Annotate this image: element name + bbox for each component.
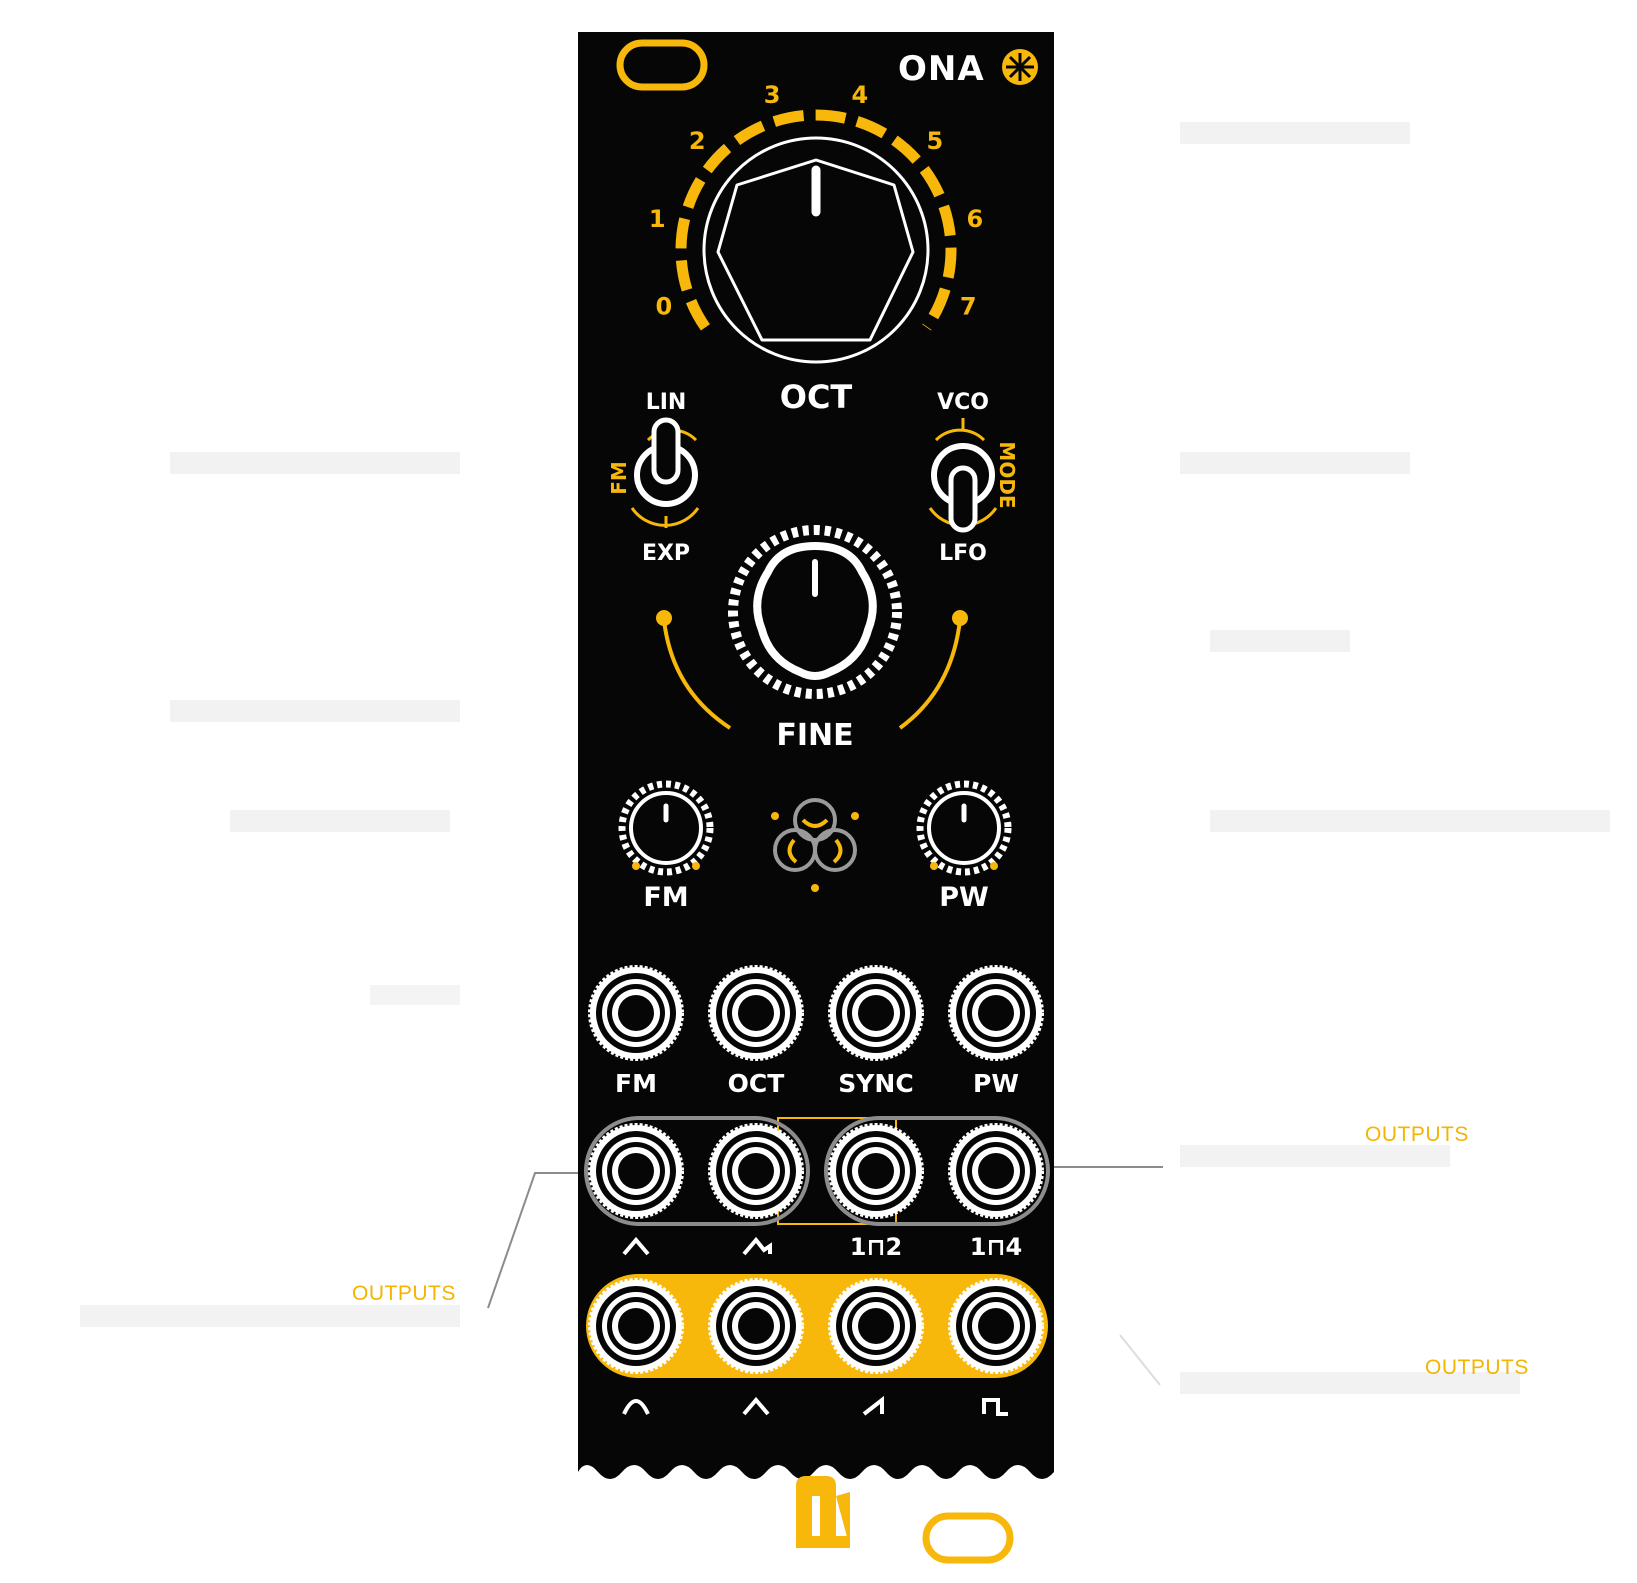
brand-name: ONA <box>898 49 985 89</box>
pw-knob-label: PW <box>939 882 989 913</box>
asterisk-logo-icon <box>1002 49 1038 85</box>
fm-switch-label: FM <box>607 461 631 495</box>
input-jack[interactable] <box>828 965 924 1061</box>
ghost-text <box>230 810 450 832</box>
fm-switch-top-label: LIN <box>646 390 687 415</box>
output-label-pulse-half: 1⊓2 <box>850 1233 903 1261</box>
ghost-text <box>1180 1145 1450 1167</box>
square-wave-icon <box>982 1398 1008 1416</box>
fm-knob-label: FM <box>643 882 688 913</box>
mode-switch-bottom-label: LFO <box>939 541 987 566</box>
leader-line-outputs-b <box>487 1172 578 1309</box>
output-jack-main[interactable] <box>588 1278 684 1374</box>
triangle-wave-icon <box>622 1236 650 1256</box>
output-jack[interactable] <box>828 1123 924 1219</box>
input-label-fm: FM <box>615 1069 657 1098</box>
output-group-left <box>584 1116 810 1226</box>
oct-scale-number: 6 <box>966 205 983 233</box>
ghost-text <box>80 1305 460 1327</box>
oct-scale-number: 0 <box>655 292 672 320</box>
ghost-text <box>170 700 460 722</box>
output-jack[interactable] <box>588 1123 684 1219</box>
fine-range-dot-left <box>656 610 672 626</box>
ramp-wave-icon <box>862 1395 884 1416</box>
leader-line-outputs-c <box>1119 1334 1161 1386</box>
oct-knob-cap <box>716 158 915 342</box>
fine-range-arc-right <box>898 619 962 730</box>
callout-outputs-c: OUTPUTS <box>1425 1356 1529 1379</box>
input-label-sync: SYNC <box>838 1069 913 1098</box>
output-group-main <box>586 1274 1048 1378</box>
oct-scale-number: 5 <box>926 127 943 155</box>
oct-scale-number: 1 <box>649 205 666 233</box>
ghost-text <box>1180 452 1410 474</box>
output-jack-main[interactable] <box>708 1278 804 1374</box>
fine-range-dot-right <box>952 610 968 626</box>
mode-toggle-switch[interactable] <box>928 418 998 533</box>
output-jack-main[interactable] <box>948 1278 1044 1374</box>
mode-switch-top-label: VCO <box>937 390 989 415</box>
triskelion-logo-icon <box>771 798 859 892</box>
mounting-hole-bottom <box>922 1512 1014 1564</box>
ghost-text <box>1180 1372 1520 1394</box>
oct-scale-number: 4 <box>852 81 869 109</box>
output-jack[interactable] <box>708 1123 804 1219</box>
module-panel: ONA 0 1 2 3 4 5 6 7 OCT <box>578 32 1054 1479</box>
fine-range-arc-left <box>662 619 732 730</box>
output-label-pulse-quarter: 1⊓4 <box>970 1233 1023 1261</box>
input-jack[interactable] <box>588 965 684 1061</box>
sine-wave-icon <box>622 1399 650 1415</box>
input-jack[interactable] <box>708 965 804 1061</box>
oct-knob-label: OCT <box>780 378 853 416</box>
fm-toggle-switch[interactable] <box>630 417 700 528</box>
fine-knob[interactable] <box>728 525 902 699</box>
input-label-oct: OCT <box>728 1069 785 1098</box>
callout-outputs-b: OUTPUTS <box>352 1282 456 1305</box>
callout-outputs-a: OUTPUTS <box>1365 1123 1469 1146</box>
oct-scale-arc <box>675 109 957 331</box>
ghost-text <box>1180 122 1410 144</box>
output-group-right <box>824 1116 1050 1226</box>
ghost-text-layer <box>80 122 1610 1394</box>
pw-knob[interactable] <box>916 780 1012 876</box>
output-jack-main[interactable] <box>828 1278 924 1374</box>
oct-scale-number: 3 <box>764 81 781 109</box>
sawtooth-wave-icon <box>742 1236 772 1256</box>
ghost-text <box>170 452 460 474</box>
ghost-text <box>370 985 460 1005</box>
input-label-pw: PW <box>973 1069 1019 1098</box>
output-jack[interactable] <box>948 1123 1044 1219</box>
fm-attenuator-knob[interactable] <box>618 780 714 876</box>
ghost-text <box>1210 630 1350 652</box>
oct-scale: 0 1 2 3 4 5 6 7 <box>649 81 983 331</box>
fm-switch-bottom-label: EXP <box>642 541 690 566</box>
mode-switch-label: MODE <box>995 441 1019 508</box>
oct-knob[interactable] <box>702 136 930 364</box>
maker-logo-icon <box>796 1476 850 1548</box>
input-jack[interactable] <box>948 965 1044 1061</box>
oct-scale-number: 7 <box>960 292 977 320</box>
ghost-text <box>1210 810 1610 832</box>
oct-scale-number: 2 <box>689 127 706 155</box>
fine-knob-label: FINE <box>776 718 853 753</box>
triangle-wave-icon <box>742 1396 770 1416</box>
mounting-hole-top <box>616 39 708 91</box>
